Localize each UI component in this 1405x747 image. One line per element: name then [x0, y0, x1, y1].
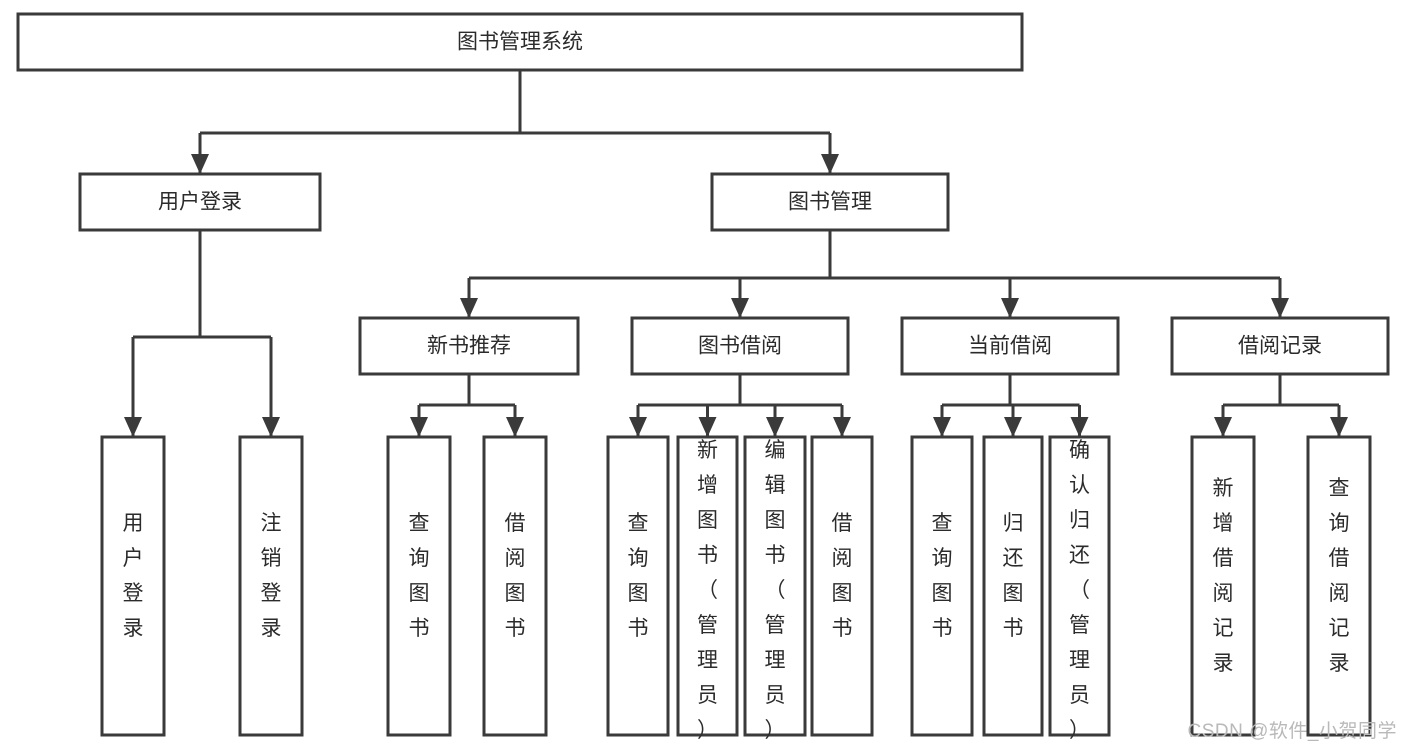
node-box-leaf-user-login	[100, 435, 166, 737]
node-label-leaf-return-book: 归还图书	[1003, 512, 1024, 640]
node-user-login[interactable]: 用户登录	[78, 172, 322, 232]
arrow-head	[1214, 417, 1232, 437]
node-leaf-confirm-return[interactable]: 确认归还（管理员）	[1048, 435, 1111, 742]
node-root[interactable]: 图书管理系统	[16, 12, 1024, 72]
node-box-leaf-add-book	[676, 435, 739, 737]
node-leaf-borrow-book-2[interactable]: 借阅图书	[810, 435, 874, 737]
node-box-user-login	[78, 172, 322, 232]
arrow-head	[833, 417, 851, 437]
arrow-head	[460, 298, 478, 318]
node-leaf-borrow-book-1[interactable]: 借阅图书	[482, 435, 548, 737]
node-book-borrow[interactable]: 图书借阅	[630, 316, 850, 376]
node-box-leaf-query-book-3	[910, 435, 974, 737]
node-box-leaf-borrow-book-1	[482, 435, 548, 737]
nodes-layer: 图书管理系统用户登录图书管理新书推荐图书借阅当前借阅借阅记录用户登录注销登录查询…	[16, 12, 1390, 742]
arrow-head	[821, 154, 839, 174]
node-label-leaf-borrow-book-2: 借阅图书	[832, 512, 853, 640]
arrow-head	[1001, 298, 1019, 318]
node-label-leaf-add-record: 新增借阅记录	[1213, 477, 1234, 675]
node-label-user-login: 用户登录	[158, 191, 242, 214]
arrow-head	[731, 298, 749, 318]
node-label-book-manage: 图书管理	[788, 191, 872, 214]
node-book-manage[interactable]: 图书管理	[710, 172, 950, 232]
node-label-leaf-query-book-1: 查询图书	[409, 512, 430, 640]
node-label-current-borrow: 当前借阅	[968, 335, 1052, 358]
arrow-head	[410, 417, 428, 437]
arrow-head	[629, 417, 647, 437]
node-box-leaf-return-book	[982, 435, 1044, 737]
node-leaf-query-book-1[interactable]: 查询图书	[386, 435, 452, 737]
connector-group-root	[191, 70, 839, 174]
arrow-head	[506, 417, 524, 437]
node-box-leaf-add-record	[1190, 435, 1256, 737]
node-leaf-add-record[interactable]: 新增借阅记录	[1190, 435, 1256, 737]
node-box-book-borrow	[630, 316, 850, 376]
node-label-leaf-borrow-book-1: 借阅图书	[505, 512, 526, 640]
node-box-book-manage	[710, 172, 950, 232]
arrow-head	[124, 417, 142, 437]
arrow-head	[1271, 298, 1289, 318]
arrow-head	[191, 154, 209, 174]
connector-group-book-borrow	[629, 374, 851, 437]
connector-group-new-book-rec	[410, 374, 524, 437]
node-leaf-edit-book[interactable]: 编辑图书（管理员）	[743, 435, 807, 742]
node-leaf-add-book[interactable]: 新增图书（管理员）	[676, 435, 739, 742]
node-label-book-borrow: 图书借阅	[698, 335, 782, 358]
node-box-leaf-query-book-2	[606, 435, 670, 737]
node-label-root: 图书管理系统	[457, 31, 583, 54]
node-box-borrow-record	[1170, 316, 1390, 376]
node-label-borrow-record: 借阅记录	[1238, 335, 1322, 358]
connector-group-current-borrow	[933, 374, 1089, 437]
node-box-leaf-edit-book	[743, 435, 807, 737]
node-box-leaf-user-logout	[238, 435, 304, 737]
arrow-head	[933, 417, 951, 437]
node-label-leaf-edit-book: 编辑图书（管理员）	[765, 439, 786, 742]
node-box-root	[16, 12, 1024, 72]
arrow-head	[1070, 417, 1089, 437]
connector-group-book-manage	[460, 230, 1289, 318]
node-leaf-query-book-3[interactable]: 查询图书	[910, 435, 974, 737]
node-box-current-borrow	[900, 316, 1120, 376]
node-new-book-rec[interactable]: 新书推荐	[358, 316, 580, 376]
arrow-head	[1330, 417, 1348, 437]
arrow-head	[698, 417, 717, 437]
node-leaf-user-login[interactable]: 用户登录	[100, 435, 166, 737]
node-label-leaf-query-book-2: 查询图书	[628, 512, 649, 640]
arrow-head	[1004, 417, 1022, 437]
connector-group-borrow-record	[1214, 374, 1348, 437]
node-label-leaf-confirm-return: 确认归还（管理员）	[1069, 439, 1090, 742]
node-label-leaf-query-record: 查询借阅记录	[1329, 477, 1350, 675]
arrow-head	[262, 417, 280, 437]
node-box-new-book-rec	[358, 316, 580, 376]
node-label-leaf-query-book-3: 查询图书	[932, 512, 953, 640]
node-leaf-query-book-2[interactable]: 查询图书	[606, 435, 670, 737]
arrow-head	[766, 417, 784, 437]
node-borrow-record[interactable]: 借阅记录	[1170, 316, 1390, 376]
node-label-leaf-user-logout: 注销登录	[261, 512, 282, 640]
node-box-leaf-query-book-1	[386, 435, 452, 737]
node-current-borrow[interactable]: 当前借阅	[900, 316, 1120, 376]
connector-group-user-login	[124, 230, 280, 437]
node-leaf-return-book[interactable]: 归还图书	[982, 435, 1044, 737]
node-label-new-book-rec: 新书推荐	[427, 335, 511, 358]
connectors-layer	[124, 70, 1348, 437]
watermark-text: CSDN @软件_小贺同学	[1187, 721, 1397, 742]
node-box-leaf-confirm-return	[1048, 435, 1111, 737]
node-leaf-user-logout[interactable]: 注销登录	[238, 435, 304, 737]
node-label-leaf-add-book: 新增图书（管理员）	[697, 439, 718, 742]
node-box-leaf-query-record	[1306, 435, 1372, 737]
node-label-leaf-user-login: 用户登录	[123, 512, 144, 640]
node-leaf-query-record[interactable]: 查询借阅记录	[1306, 435, 1372, 737]
node-box-leaf-borrow-book-2	[810, 435, 874, 737]
